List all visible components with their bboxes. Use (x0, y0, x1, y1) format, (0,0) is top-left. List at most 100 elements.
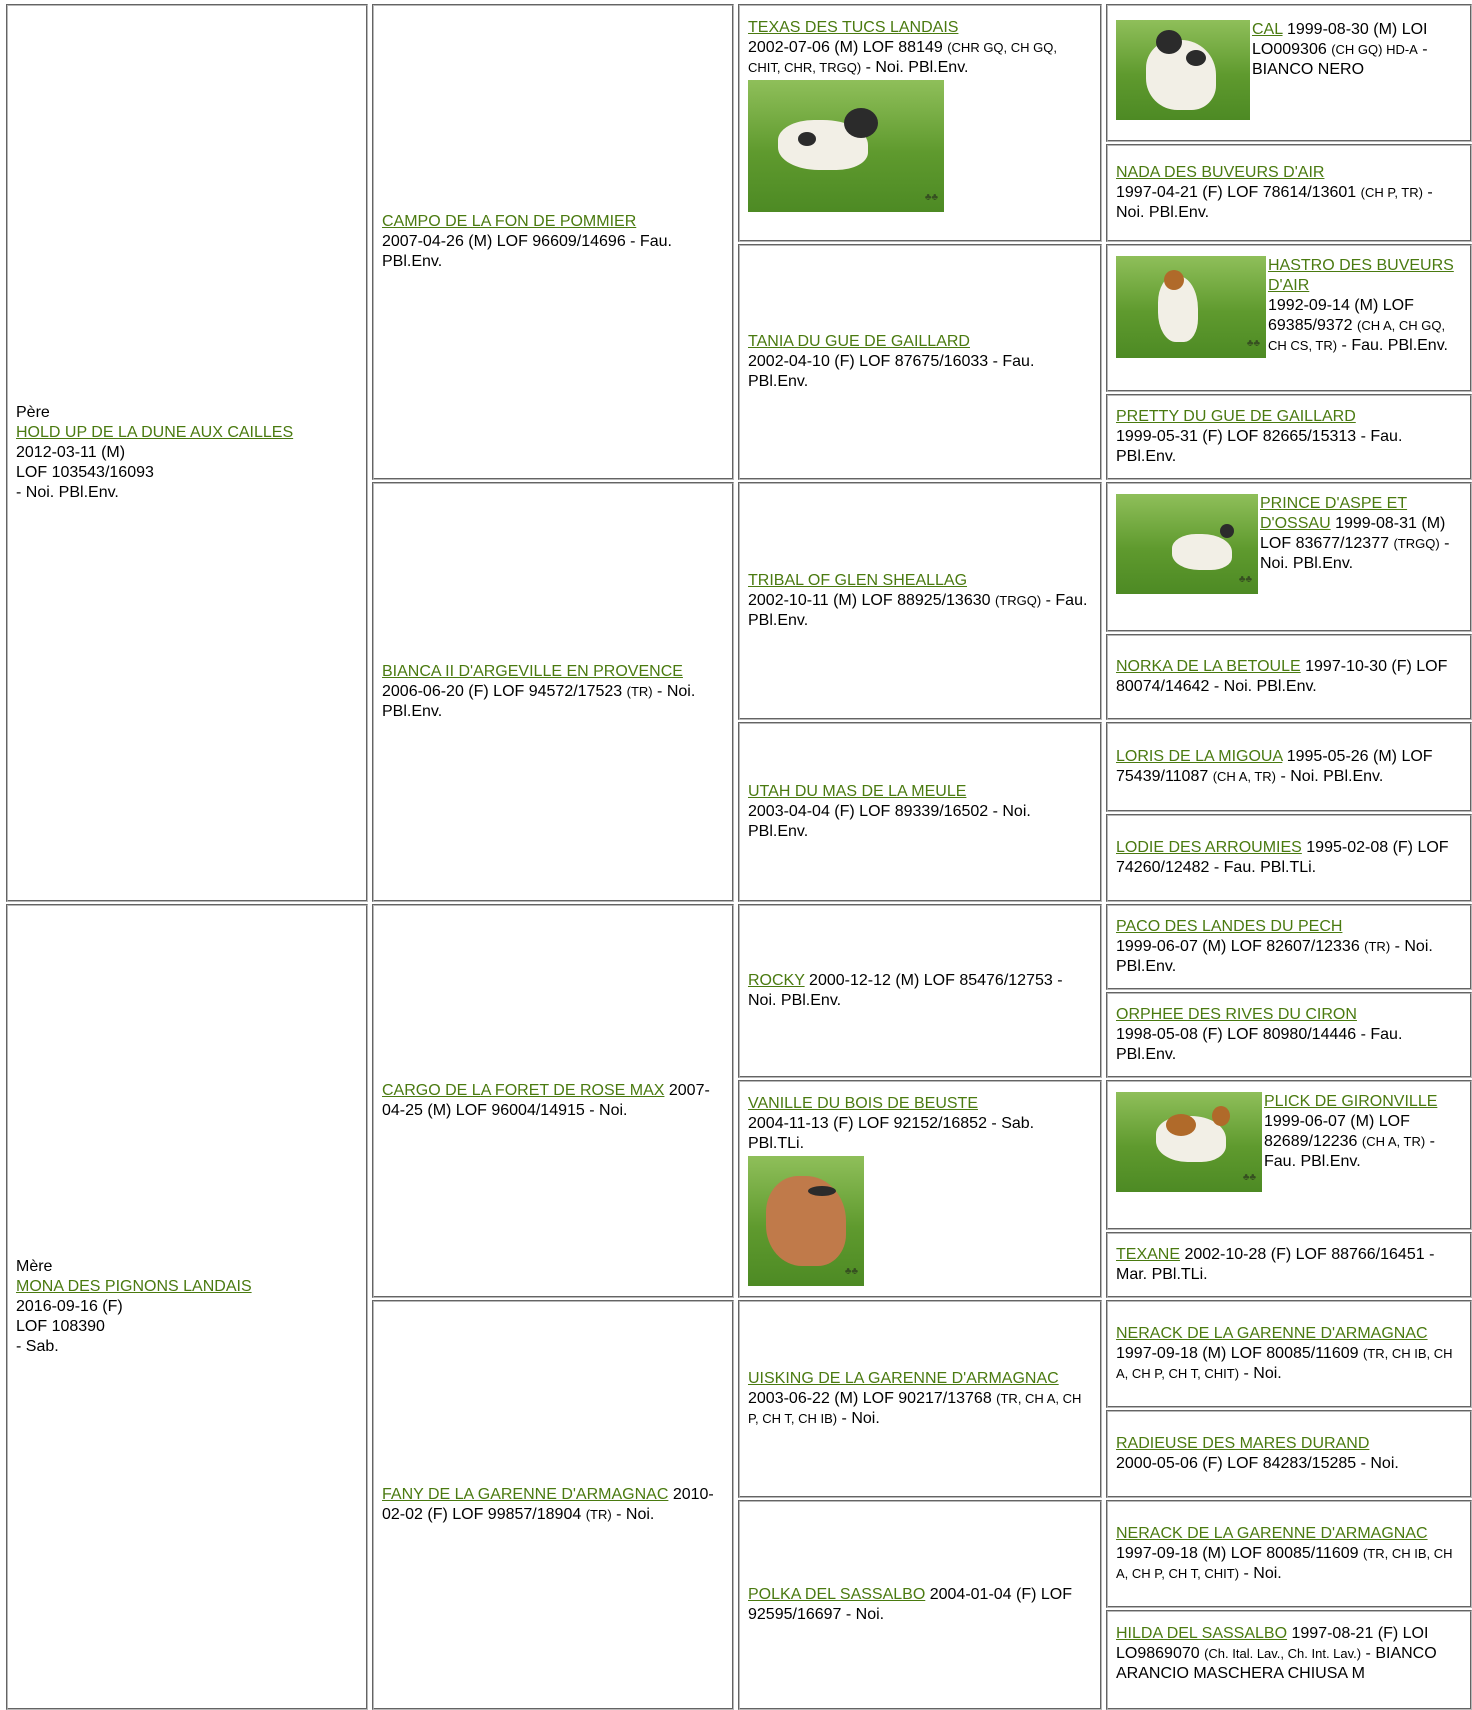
ancestor-cell: ♣♣ HASTRO DES BUVEURS D'AIR 1992-09-14 (… (1106, 244, 1472, 392)
dog-titles: (CH A, CH GQ, CH CS, TR) (1268, 318, 1446, 353)
dog-name-link[interactable]: FANY DE LA GARENNE D'ARMAGNAC (382, 1486, 669, 1503)
great-grandparent-cell: POLKA DEL SASSALBO 2004-01-04 (F) LOF 92… (738, 1500, 1102, 1710)
dog-entry: ♣♣ HASTRO DES BUVEURS D'AIR 1992-09-14 (… (1116, 256, 1462, 358)
dog-color: - Noi. PBl.Env. (1260, 535, 1450, 572)
dog-entry: BIANCA II D'ARGEVILLE EN PROVENCE 2006-0… (382, 662, 724, 722)
dog-entry: ♣♣ PRINCE D'ASPE ET D'OSSAU 1999-08-31 (… (1116, 494, 1462, 594)
dog-name-link[interactable]: PRETTY DU GUE DE GAILLARD (1116, 408, 1356, 425)
dog-details: 2003-06-22 (M) LOF 90217/13768 (748, 1390, 997, 1407)
dog-entry: TANIA DU GUE DE GAILLARD 2002-04-10 (F) … (748, 332, 1092, 392)
dog-details: 2003-04-04 (F) LOF 89339/16502 - Noi. PB… (748, 803, 1031, 840)
dog-entry: ORPHEE DES RIVES DU CIRON 1998-05-08 (F)… (1116, 1005, 1462, 1065)
dam-birth: 2016-09-16 (F) (16, 1298, 123, 1315)
dog-name-link[interactable]: BIANCA II D'ARGEVILLE EN PROVENCE (382, 663, 683, 680)
dog-name-link[interactable]: PLICK DE GIRONVILLE (1264, 1093, 1438, 1110)
dog-details: 1999-08-31 (M) LOF 83677/12377 (1260, 515, 1446, 552)
dog-entry: POLKA DEL SASSALBO 2004-01-04 (F) LOF 92… (748, 1585, 1092, 1625)
dog-details: 1999-06-07 (M) LOF 82689/12236 (1264, 1113, 1410, 1150)
dog-name-link[interactable]: CARGO DE LA FORET DE ROSE MAX (382, 1082, 665, 1099)
dog-entry: UTAH DU MAS DE LA MEULE 2003-04-04 (F) L… (748, 782, 1092, 842)
dog-name-link[interactable]: CAL (1252, 21, 1283, 38)
dog-name-link[interactable]: PACO DES LANDES DU PECH (1116, 918, 1343, 935)
dog-name-link[interactable]: NERACK DE LA GARENNE D'ARMAGNAC (1116, 1325, 1428, 1342)
dam-registration: LOF 108390 (16, 1318, 105, 1335)
dam-color: - Sab. (16, 1338, 59, 1355)
dog-name-link[interactable]: TEXANE (1116, 1246, 1181, 1263)
dog-details: 1997-08-21 (F) LOI LO9869070 (1116, 1625, 1429, 1662)
dog-titles: (Ch. Ital. Lav., Ch. Int. Lav.) (1204, 1646, 1362, 1661)
great-grandparent-cell: ROCKY 2000-12-12 (M) LOF 85476/12753 - N… (738, 904, 1102, 1078)
dog-titles: (TRGQ) (1393, 536, 1440, 551)
dog-details: 2002-10-28 (F) LOF 88766/16451 - Mar. PB… (1116, 1246, 1435, 1283)
dog-name-link[interactable]: POLKA DEL SASSALBO (748, 1586, 926, 1603)
dog-name-link[interactable]: RADIEUSE DES MARES DURAND (1116, 1435, 1370, 1452)
dog-name-link[interactable]: ROCKY (748, 972, 805, 989)
dog-name-link[interactable]: HILDA DEL SASSALBO (1116, 1625, 1288, 1642)
dog-name-link[interactable]: HASTRO DES BUVEURS D'AIR (1268, 257, 1454, 294)
dog-color: - Noi. PBl.Env. (1116, 938, 1433, 975)
dog-name-link[interactable]: UTAH DU MAS DE LA MEULE (748, 783, 967, 800)
dog-photo[interactable] (1116, 20, 1250, 120)
dog-entry: RADIEUSE DES MARES DURAND 2000-05-06 (F)… (1116, 1434, 1462, 1474)
dog-photo[interactable]: ♣♣ (1116, 256, 1266, 358)
dog-titles: (TR) (585, 1507, 612, 1522)
dog-name-link[interactable]: NERACK DE LA GARENNE D'ARMAGNAC (1116, 1525, 1428, 1542)
dog-entry: CAL 1999-08-30 (M) LOI LO009306 (CH GQ) … (1116, 20, 1462, 120)
dog-name-link[interactable]: CAMPO DE LA FON DE POMMIER (382, 213, 637, 230)
dog-color: - Fau. PBl.Env. (1264, 1133, 1435, 1170)
dog-entry: CARGO DE LA FORET DE ROSE MAX 2007-04-25… (382, 1081, 724, 1121)
dog-color: - Noi. (1239, 1565, 1282, 1582)
dog-photo[interactable]: ♣♣ (748, 80, 944, 212)
dog-name-link[interactable]: LODIE DES ARROUMIES (1116, 839, 1302, 856)
dog-entry: FANY DE LA GARENNE D'ARMAGNAC 2010-02-02… (382, 1485, 724, 1525)
dog-photo[interactable]: ♣♣ (1116, 494, 1258, 594)
dog-name-link[interactable]: NADA DES BUVEURS D'AIR (1116, 164, 1325, 181)
dam-name-link[interactable]: MONA DES PIGNONS LANDAIS (16, 1278, 252, 1295)
ancestor-cell: ORPHEE DES RIVES DU CIRON 1998-05-08 (F)… (1106, 992, 1472, 1078)
dam-role: Mère (16, 1258, 53, 1275)
dog-details: 1997-09-18 (M) LOF 80085/11609 (1116, 1545, 1363, 1562)
dog-name-link[interactable]: TEXAS DES TUCS LANDAIS (748, 19, 959, 36)
dog-name-link[interactable]: VANILLE DU BOIS DE BEUSTE (748, 1095, 978, 1112)
dog-entry: CAMPO DE LA FON DE POMMIER 2007-04-26 (M… (382, 212, 724, 272)
dog-titles: (CH A, TR) (1361, 1134, 1426, 1149)
sire-name-link[interactable]: HOLD UP DE LA DUNE AUX CAILLES (16, 424, 294, 441)
dog-name-link[interactable]: PRINCE D'ASPE ET D'OSSAU (1260, 495, 1408, 532)
dog-photo[interactable]: ♣♣ (1116, 1092, 1262, 1192)
dog-entry: TEXAS DES TUCS LANDAIS 2002-07-06 (M) LO… (748, 18, 1092, 78)
dog-name-link[interactable]: UISKING DE LA GARENNE D'ARMAGNAC (748, 1370, 1059, 1387)
ancestor-cell: PACO DES LANDES DU PECH 1999-06-07 (M) L… (1106, 904, 1472, 990)
dog-name-link[interactable]: TANIA DU GUE DE GAILLARD (748, 333, 970, 350)
dog-name-link[interactable]: ORPHEE DES RIVES DU CIRON (1116, 1006, 1357, 1023)
dog-name-link[interactable]: TRIBAL OF GLEN SHEALLAG (748, 572, 968, 589)
dog-entry: LORIS DE LA MIGOUA 1995-05-26 (M) LOF 75… (1116, 747, 1462, 787)
dog-color: - BIANCO NERO (1252, 41, 1428, 78)
dog-name-link[interactable]: NORKA DE LA BETOULE (1116, 658, 1301, 675)
dog-entry: ♣♣ PLICK DE GIRONVILLE 1999-06-07 (M) LO… (1116, 1092, 1462, 1192)
dog-color: - BIANCO ARANCIO MASCHERA CHIUSA M (1116, 1645, 1437, 1682)
great-grandparent-cell: UISKING DE LA GARENNE D'ARMAGNAC 2003-06… (738, 1300, 1102, 1498)
dog-details: 1992-09-14 (M) LOF 69385/9372 (1268, 297, 1414, 334)
dog-name-link[interactable]: LORIS DE LA MIGOUA (1116, 748, 1283, 765)
dog-details: 2002-04-10 (F) LOF 87675/16033 - Fau. PB… (748, 353, 1035, 390)
dog-color: - Fau. PBl.Env. (1337, 337, 1448, 354)
dog-color: - Noi. (837, 1410, 880, 1427)
dog-details: 1999-05-31 (F) LOF 82665/15313 - Fau. PB… (1116, 428, 1403, 465)
dog-details: 2000-05-06 (F) LOF 84283/15285 - Noi. (1116, 1455, 1399, 1472)
dog-titles: (TR, CH IB, CH A, CH P, CH T, CHIT) (1116, 1346, 1453, 1381)
dog-details: 2004-11-13 (F) LOF 92152/16852 - Sab. PB… (748, 1115, 1035, 1152)
dam-cell: Mère MONA DES PIGNONS LANDAIS 2016-09-16… (6, 904, 368, 1710)
dog-entry: TRIBAL OF GLEN SHEALLAG 2002-10-11 (M) L… (748, 571, 1092, 631)
dog-details: 1999-08-30 (M) LOI LO009306 (1252, 21, 1428, 58)
dog-details: 1998-05-08 (F) LOF 80980/14446 - Fau. PB… (1116, 1026, 1403, 1063)
great-grandparent-cell: TRIBAL OF GLEN SHEALLAG 2002-10-11 (M) L… (738, 482, 1102, 720)
great-grandparent-cell: UTAH DU MAS DE LA MEULE 2003-04-04 (F) L… (738, 722, 1102, 902)
dog-entry: HILDA DEL SASSALBO 1997-08-21 (F) LOI LO… (1116, 1624, 1462, 1684)
dog-titles: (TR) (626, 684, 653, 699)
ancestor-cell: RADIEUSE DES MARES DURAND 2000-05-06 (F)… (1106, 1410, 1472, 1498)
dog-photo[interactable]: ♣♣ (748, 1156, 864, 1286)
dog-titles: (CH A, TR) (1212, 769, 1277, 784)
dog-entry: TEXANE 2002-10-28 (F) LOF 88766/16451 - … (1116, 1245, 1462, 1285)
dog-color: - Noi. (611, 1506, 655, 1523)
dog-details: 1997-10-30 (F) LOF 80074/14642 - Noi. PB… (1116, 658, 1448, 695)
